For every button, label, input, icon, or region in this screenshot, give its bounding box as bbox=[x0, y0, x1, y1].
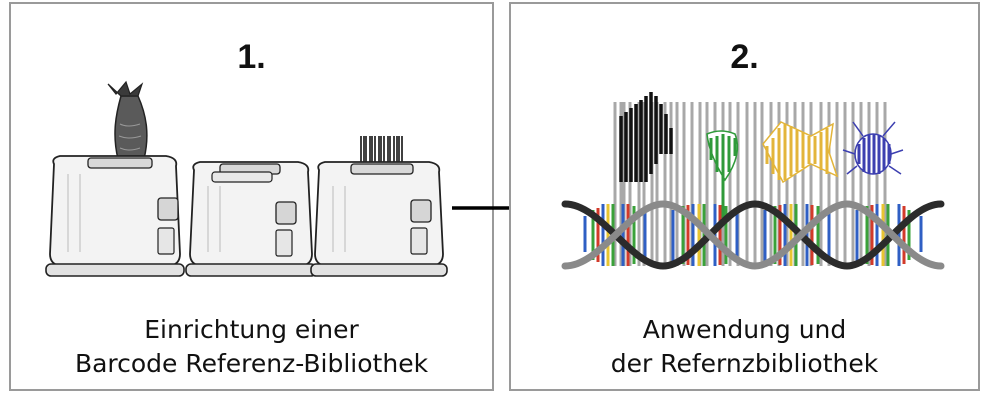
caption-line-1: Einrichtung einer bbox=[144, 315, 359, 344]
step-number: 1. bbox=[237, 38, 266, 76]
fish-icon bbox=[107, 80, 148, 160]
fish-icon bbox=[762, 121, 839, 184]
toaster-with-fish-icon bbox=[45, 80, 185, 277]
panel-reference-library: 1. bbox=[9, 2, 494, 391]
caption-line-2: der Refernzbibliothek bbox=[610, 349, 879, 378]
caption-line-1: Anwendung und bbox=[642, 315, 847, 344]
toaster-empty-icon bbox=[185, 161, 317, 277]
caption-line-2: Barcode Referenz-Bibliothek bbox=[74, 349, 429, 378]
panel-application: 2. bbox=[509, 2, 980, 391]
plant-icon bbox=[706, 130, 739, 218]
step-number: 2. bbox=[730, 38, 759, 76]
toasters-illustration bbox=[45, 80, 448, 277]
horse-icon bbox=[619, 92, 673, 182]
dna-barcode-illustration bbox=[561, 92, 945, 270]
dna-helix-icon bbox=[561, 200, 945, 270]
insect-icon bbox=[842, 121, 904, 175]
toaster-with-barcode-icon bbox=[310, 136, 448, 277]
